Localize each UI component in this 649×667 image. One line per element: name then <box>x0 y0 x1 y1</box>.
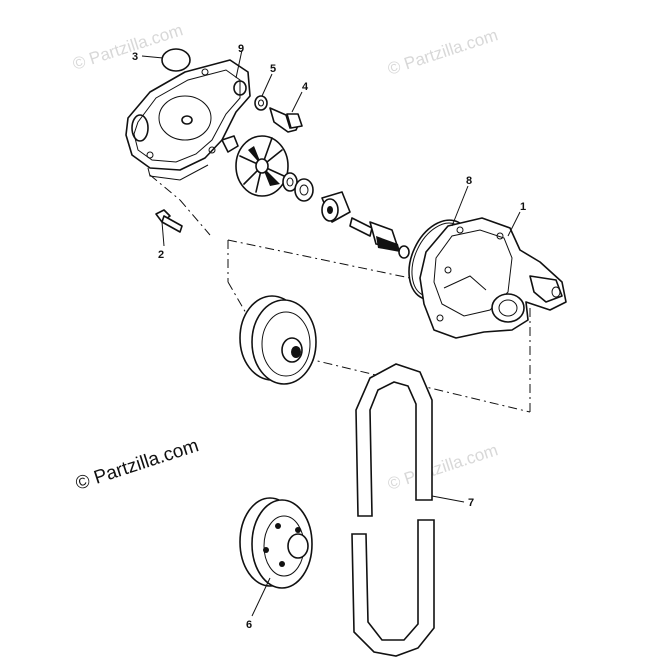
callout-5: 5 <box>270 63 276 75</box>
callout-6: 6 <box>246 619 252 631</box>
plug-seal-part-3 <box>161 48 191 72</box>
callout-7: 7 <box>468 497 474 509</box>
callout-1: 1 <box>520 201 526 213</box>
upper-pulley <box>239 295 317 385</box>
watermark-bottom-right: © Partzilla.com <box>385 440 500 493</box>
lower-pulley-part-6 <box>239 497 313 589</box>
impeller <box>221 135 289 197</box>
pump-cover-part-9 <box>125 59 251 181</box>
v-belt-part-7 <box>351 363 435 657</box>
pump-housing-part-1 <box>419 217 567 339</box>
seal-rings <box>282 172 351 223</box>
bolt-part-4 <box>269 107 303 133</box>
watermark-top-right: © Partzilla.com <box>385 25 500 78</box>
callout-9: 9 <box>238 43 244 55</box>
bolt-part-2 <box>155 209 183 233</box>
callout-2: 2 <box>158 249 164 261</box>
watermark-main: © Partzilla.com <box>73 435 201 495</box>
callout-3: 3 <box>132 51 138 63</box>
callout-4: 4 <box>302 81 309 93</box>
washer-part-5 <box>254 95 268 111</box>
pump-shaft <box>349 217 410 259</box>
leader-lines <box>141 49 521 617</box>
callout-8: 8 <box>466 175 472 187</box>
callout-numbers: 3 9 5 4 2 8 1 7 6 <box>132 43 526 631</box>
